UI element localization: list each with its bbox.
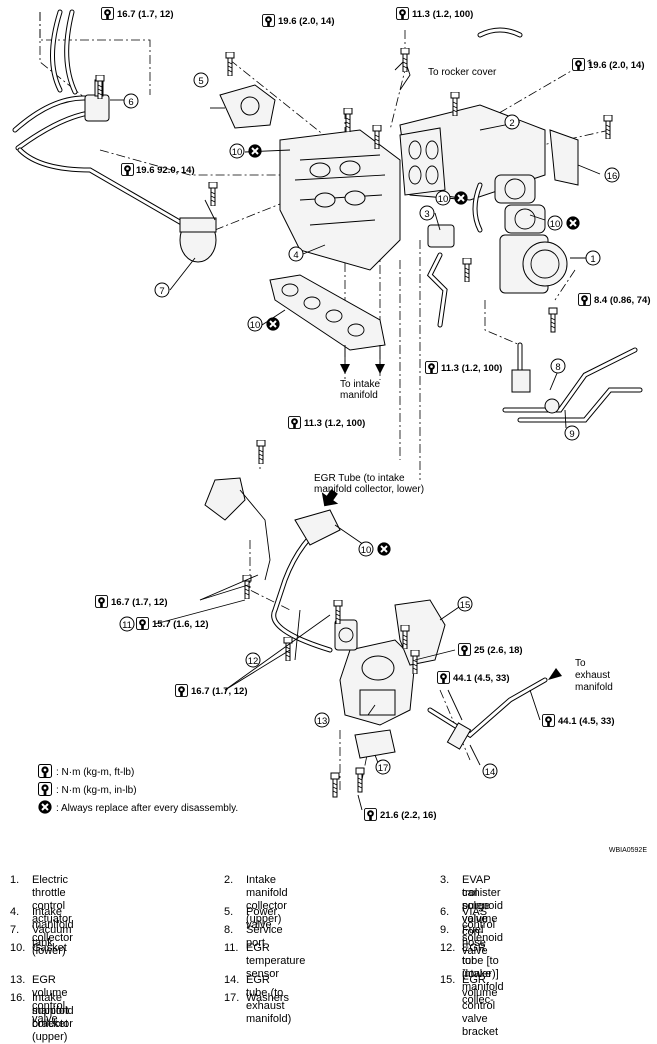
svg-text:16.7 (1.7, 12): 16.7 (1.7, 12) [111, 597, 168, 608]
svg-text:3: 3 [424, 209, 429, 220]
svg-text:6: 6 [128, 97, 133, 108]
torque-label: 11.3 (1.2, 100) [288, 416, 365, 429]
to-exhaust-label-3: manifold [575, 682, 613, 693]
torque-label: 16.7 (1.7, 12) [175, 684, 248, 697]
svg-text:8: 8 [555, 362, 560, 373]
svg-text:15.7 (1.6, 12): 15.7 (1.6, 12) [152, 619, 209, 630]
svg-text:2: 2 [509, 118, 514, 129]
to-intake-manifold-label-2: manifold [340, 390, 378, 401]
callout-4: 4 [288, 246, 304, 262]
callout-15: 15 [457, 596, 473, 612]
vias-solenoid-shape [84, 94, 110, 122]
to-exhaust-label-2: exhaust [575, 670, 610, 681]
callout-10: 10 [247, 316, 280, 332]
svg-text:19.6 (2.0, 14): 19.6 (2.0, 14) [588, 60, 645, 71]
callout-14: 14 [482, 763, 498, 779]
callout-10: 10 [435, 190, 468, 206]
figure-code: WBIA0592E [609, 847, 647, 854]
support-bracket-shape [549, 129, 579, 186]
callout-13: 13 [314, 712, 330, 728]
service-port-shape [511, 369, 531, 393]
callout-10: 10 [358, 541, 391, 557]
svg-text:10: 10 [232, 147, 243, 158]
callout-11: 11 [119, 616, 135, 632]
svg-text:10: 10 [361, 545, 372, 556]
svg-text:11.3 (1.2, 100): 11.3 (1.2, 100) [304, 418, 365, 429]
svg-text:5: 5 [198, 76, 203, 87]
svg-text:16: 16 [607, 171, 618, 182]
svg-text:12: 12 [248, 656, 259, 667]
svg-text:7: 7 [159, 286, 164, 297]
exploded-view-diagram: 16.7 (1.7, 12) 19.6 (2.0, 14) 11.3 (1.2,… [12, 7, 651, 854]
svg-text:11: 11 [122, 620, 132, 631]
torque-label: 25 (2.6, 18) [458, 643, 523, 656]
callout-10: 10 [547, 215, 580, 231]
intake-collector-lower-shape [279, 129, 401, 271]
callout-8: 8 [550, 358, 566, 374]
callout-10: 10 [229, 143, 262, 159]
svg-text:16.7 (1.7, 12): 16.7 (1.7, 12) [117, 9, 174, 20]
washers-shape [354, 729, 396, 759]
torque-label: 19.6 (2.0, 14) [262, 14, 335, 27]
svg-text:14: 14 [485, 767, 496, 778]
evap-solenoid-shape [427, 224, 455, 248]
callout-2: 2 [504, 114, 520, 130]
svg-text:17: 17 [378, 763, 389, 774]
torque-label: 44.1 (4.5, 33) [542, 714, 615, 727]
torque-label: 16.7 (1.7, 12) [101, 7, 174, 20]
svg-text:19.6 92.0, 14): 19.6 92.0, 14) [136, 165, 195, 176]
torque-label: 11.3 (1.2, 100) [425, 361, 502, 374]
to-exhaust-label: To [575, 658, 586, 669]
svg-text:11.3 (1.2, 100): 11.3 (1.2, 100) [441, 363, 502, 374]
torque-label: 19.6 (2.0, 14) [572, 58, 645, 71]
svg-text:1: 1 [590, 254, 595, 265]
callout-12: 12 [245, 652, 261, 668]
callout-9: 9 [564, 425, 580, 441]
svg-text:10: 10 [438, 194, 449, 205]
svg-text:4: 4 [293, 250, 298, 261]
svg-text:15: 15 [460, 600, 471, 611]
callout-6: 6 [123, 93, 139, 109]
svg-text:25 (2.6, 18): 25 (2.6, 18) [474, 645, 523, 656]
callout-3: 3 [419, 205, 435, 221]
svg-text:: Always replace after every d: : Always replace after every disassembly… [56, 803, 238, 814]
svg-text:9: 9 [569, 429, 574, 440]
torque-label: 44.1 (4.5, 33) [437, 671, 510, 684]
egr-valve-shape [339, 639, 416, 726]
svg-text:10: 10 [550, 219, 561, 230]
torque-label: 19.6 92.0, 14) [121, 163, 195, 176]
torque-label: 16.7 (1.7, 12) [95, 595, 168, 608]
callout-1: 1 [585, 250, 601, 266]
egr-tube-label-2: manifold collector, lower) [314, 484, 424, 495]
callout-16: 16 [604, 167, 620, 183]
svg-text:19.6 (2.0, 14): 19.6 (2.0, 14) [278, 16, 335, 27]
egr-sensor-bracket-shape [204, 477, 246, 521]
svg-text:44.1 (4.5, 33): 44.1 (4.5, 33) [453, 673, 510, 684]
torque-label: 8.4 (0.86, 74) [578, 293, 651, 306]
svg-text:10: 10 [250, 320, 261, 331]
to-rocker-cover-label: To rocker cover [428, 67, 497, 78]
parts-list: 1.Electric throttle control actuator 2.I… [10, 874, 504, 1043]
egr-tube-label: EGR Tube (to intake [314, 473, 405, 484]
callout-5: 5 [193, 72, 209, 88]
svg-text:16.7 (1.7, 12): 16.7 (1.7, 12) [191, 686, 248, 697]
svg-text:8.4 (0.86, 74): 8.4 (0.86, 74) [594, 295, 651, 306]
legend: : N·m (kg-m, ft-lb) : N·m (kg-m, in-lb) … [38, 764, 238, 814]
svg-text:11.3 (1.2, 100): 11.3 (1.2, 100) [412, 9, 473, 20]
callout-7: 7 [154, 282, 170, 298]
svg-text:: N·m (kg-m, ft-lb): : N·m (kg-m, ft-lb) [56, 767, 134, 778]
svg-text:: N·m (kg-m, in-lb): : N·m (kg-m, in-lb) [56, 785, 137, 796]
torque-label: 21.6 (2.2, 16) [364, 808, 437, 821]
callout-17: 17 [375, 759, 391, 775]
svg-text:44.1 (4.5, 33): 44.1 (4.5, 33) [558, 716, 615, 727]
svg-text:21.6 (2.2, 16): 21.6 (2.2, 16) [380, 810, 437, 821]
torque-label: 15.7 (1.6, 12) [136, 617, 209, 630]
torque-label: 11.3 (1.2, 100) [396, 7, 473, 20]
svg-text:13: 13 [317, 716, 328, 727]
to-intake-manifold-label: To intake [340, 379, 380, 390]
